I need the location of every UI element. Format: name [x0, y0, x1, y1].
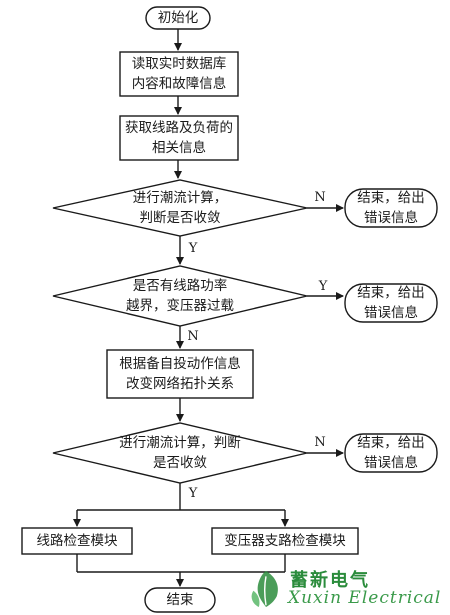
end-error-2-line-2: 错误信息 [364, 305, 418, 321]
end-error-3-shape [344, 433, 438, 473]
decision-3-line-1: 进行潮流计算，判断 [119, 435, 241, 451]
brand-name-cn: 蓄新电气 [290, 570, 370, 591]
end-error-3-line-2: 错误信息 [364, 455, 418, 471]
read-db-line-1: 读取实时数据库 [131, 56, 227, 72]
decision-2-yes-label: Y [318, 279, 328, 294]
decision-1-line-2: 判断是否收敛 [139, 210, 221, 226]
end-error-2-line-1: 结束，给出 [357, 285, 425, 301]
brand-name-en: Xuxin Electrical [288, 588, 442, 608]
decision-2-line-1: 是否有线路功率 [132, 278, 228, 294]
end-terminal-shape [144, 587, 216, 613]
leaf-logo-icon [251, 571, 278, 607]
end-error-2: 结束，给出 错误信息 [345, 283, 437, 323]
end-error-3: 结束，给出 错误信息 [345, 433, 437, 473]
line-check-module: 线路检查模块 [22, 531, 132, 551]
read-db-box-shape [119, 51, 239, 97]
start-label: 初始化 [157, 10, 199, 26]
get-line-info-step: 获取线路及负荷的 相关信息 [120, 118, 238, 158]
end-error-1: 结束，给出 错误信息 [345, 188, 437, 228]
read-db-step: 读取实时数据库 内容和故障信息 [120, 54, 238, 94]
decision-2-line-2: 越界，变压器过载 [126, 298, 234, 314]
end-node: 结束 [145, 590, 215, 610]
change-topology-line-2: 改变网络拓扑关系 [126, 376, 234, 392]
end-error-1-shape [344, 188, 438, 228]
decision-1: 进行潮流计算， 判断是否收敛 [100, 188, 260, 228]
read-db-line-2: 内容和故障信息 [131, 76, 227, 92]
decision-3-line-2: 是否收敛 [153, 455, 207, 471]
start-node: 初始化 [146, 8, 210, 28]
end-error-1-line-2: 错误信息 [364, 210, 418, 226]
transformer-check-module-label: 变压器支路检查模块 [224, 533, 346, 549]
get-line-info-line-2: 相关信息 [152, 140, 206, 156]
decision-3: 进行潮流计算，判断 是否收敛 [90, 433, 270, 473]
decision-3-no-label: N [314, 435, 326, 450]
change-topology-step: 根据备自投动作信息 改变网络拓扑关系 [107, 354, 253, 394]
decision-1-yes-label: Y [188, 241, 198, 256]
end-label: 结束 [166, 592, 194, 608]
decision-3-yes-label: Y [188, 486, 198, 501]
end-error-2-shape [344, 283, 438, 323]
end-error-1-line-1: 结束，给出 [357, 190, 425, 206]
get-line-info-box-shape [119, 115, 239, 161]
end-error-3-line-1: 结束，给出 [357, 435, 425, 451]
transformer-check-module: 变压器支路检查模块 [212, 531, 358, 551]
decision-1-no-label: N [314, 190, 326, 205]
decision-2-no-label: N [187, 329, 199, 344]
line-check-module-label: 线路检查模块 [36, 533, 118, 549]
decision-2: 是否有线路功率 越界，变压器过载 [95, 276, 265, 316]
change-topology-line-1: 根据备自投动作信息 [119, 356, 241, 372]
decision-1-line-1: 进行潮流计算， [132, 190, 228, 206]
watermark: 蓄新电气 Xuxin Electrical [248, 566, 448, 614]
get-line-info-line-1: 获取线路及负荷的 [125, 120, 233, 136]
